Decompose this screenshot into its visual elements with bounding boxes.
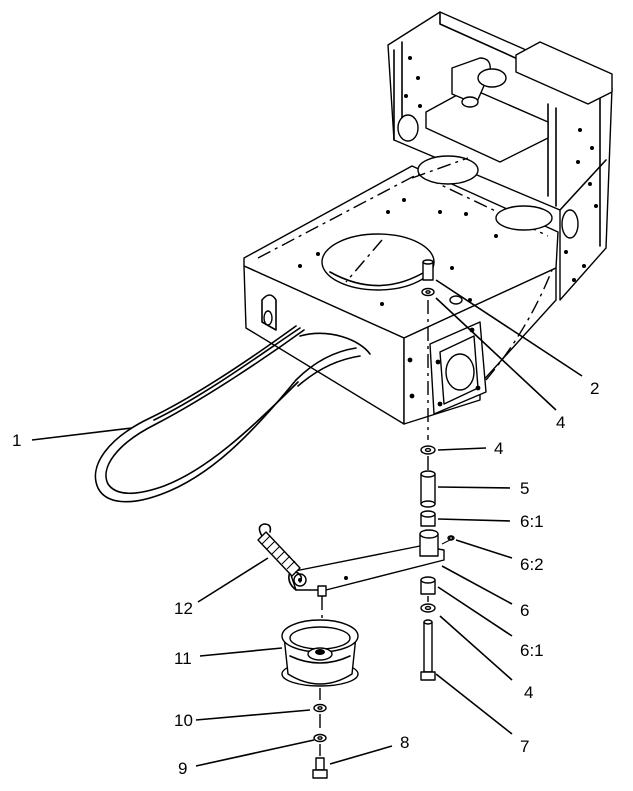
callout-11: 11 [174, 649, 192, 668]
bolt-8 [312, 757, 328, 779]
callout-4-lower: 4 [524, 683, 533, 702]
washer-4-upper [421, 287, 435, 297]
washer-9 [313, 733, 327, 743]
deck-frame [243, 11, 613, 425]
callout-2: 2 [590, 379, 599, 398]
callout-5: 5 [520, 479, 529, 498]
callout-8: 8 [400, 733, 409, 752]
callout-6: 6 [520, 601, 529, 620]
callout-4-middle: 4 [494, 439, 503, 458]
extension-spring-12 [257, 523, 303, 583]
bushing-6-1-upper [420, 510, 436, 527]
leader-lines [31, 279, 583, 767]
callout-1: 1 [12, 431, 21, 450]
callout-4-upper: 4 [556, 413, 565, 432]
callout-12: 12 [174, 599, 193, 618]
grease-fitting-6-2 [448, 535, 454, 541]
spacer-5 [420, 470, 436, 508]
callout-9: 9 [178, 759, 187, 778]
drive-belt [94, 325, 371, 503]
callout-6-1-lower: 6:1 [520, 641, 544, 660]
bolt-2 [422, 259, 434, 281]
washer-4-lower [420, 603, 436, 613]
bushing-6-1-lower [420, 576, 436, 595]
idler-pulley-11 [281, 619, 359, 687]
callout-7: 7 [520, 737, 529, 756]
callout-6-1-upper: 6:1 [520, 512, 544, 531]
bolt-7 [420, 619, 436, 681]
callout-6-2: 6:2 [520, 555, 544, 574]
washer-4-middle [420, 445, 436, 455]
callout-10: 10 [174, 711, 193, 730]
washer-10 [313, 703, 327, 713]
